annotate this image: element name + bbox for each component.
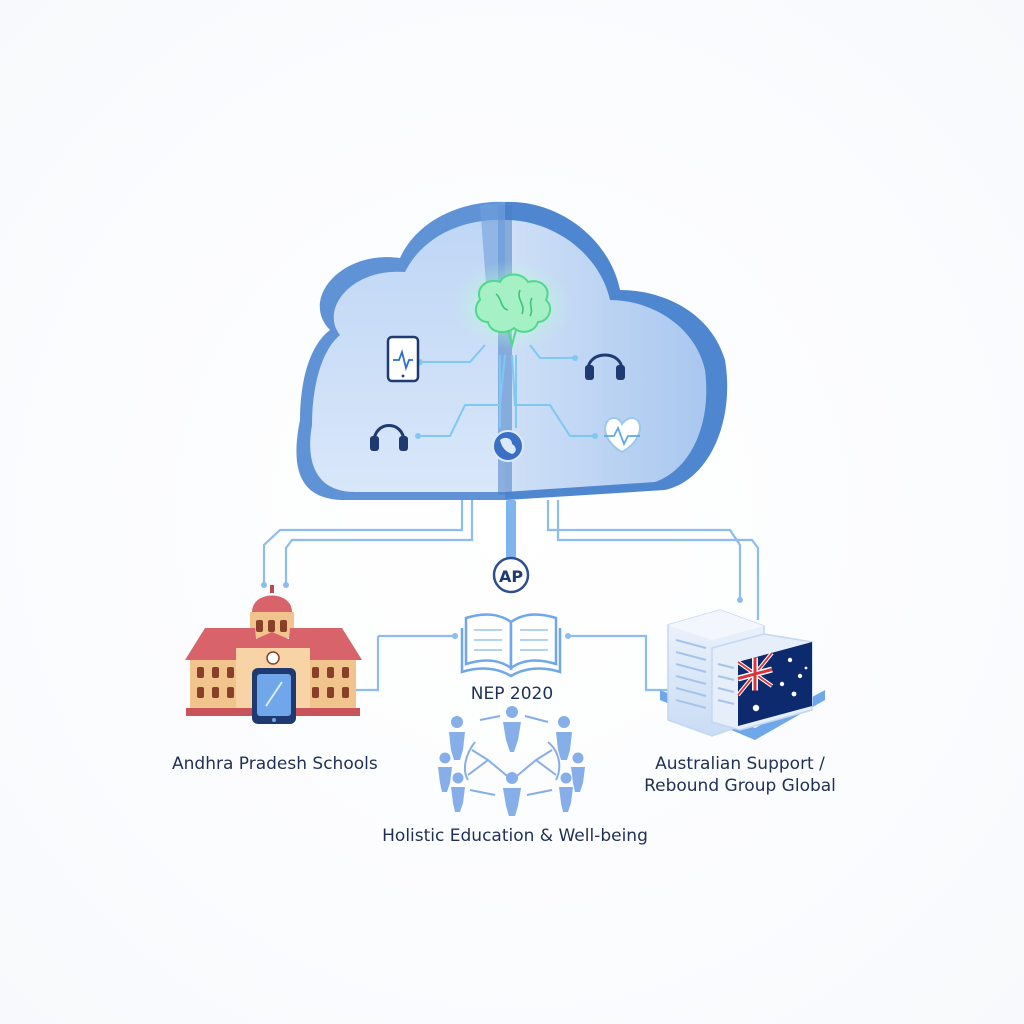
node-label-australia: Australian Support / Rebound Group Globa… [620, 753, 860, 797]
connector-endpoints [261, 582, 743, 639]
hub-badge: AP [492, 556, 530, 594]
connector-center [506, 500, 516, 558]
heart-pulse-icon [604, 416, 641, 454]
people-circle-icon [438, 706, 585, 816]
tablet-pulse-icon [386, 335, 420, 383]
connector-lines [262, 500, 760, 692]
open-book-icon [460, 613, 562, 678]
headphones-icon [370, 424, 408, 451]
node-label-australia-line2: Rebound Group Global [644, 776, 836, 796]
headphones-icon [585, 353, 625, 380]
node-label-schools: Andhra Pradesh Schools [172, 754, 378, 774]
node-label-australia-line1: Australian Support / [655, 754, 825, 774]
australian-flag-icon [736, 642, 812, 726]
brain-icon [452, 260, 572, 350]
hub-badge-text: AP [499, 567, 523, 586]
node-label-nep: NEP 2020 [470, 684, 554, 704]
school-building-icon [185, 585, 362, 724]
node-label-holistic: Holistic Education & Well-being [382, 826, 648, 846]
cloud-circuit [418, 344, 595, 437]
globe-icon [492, 430, 524, 462]
